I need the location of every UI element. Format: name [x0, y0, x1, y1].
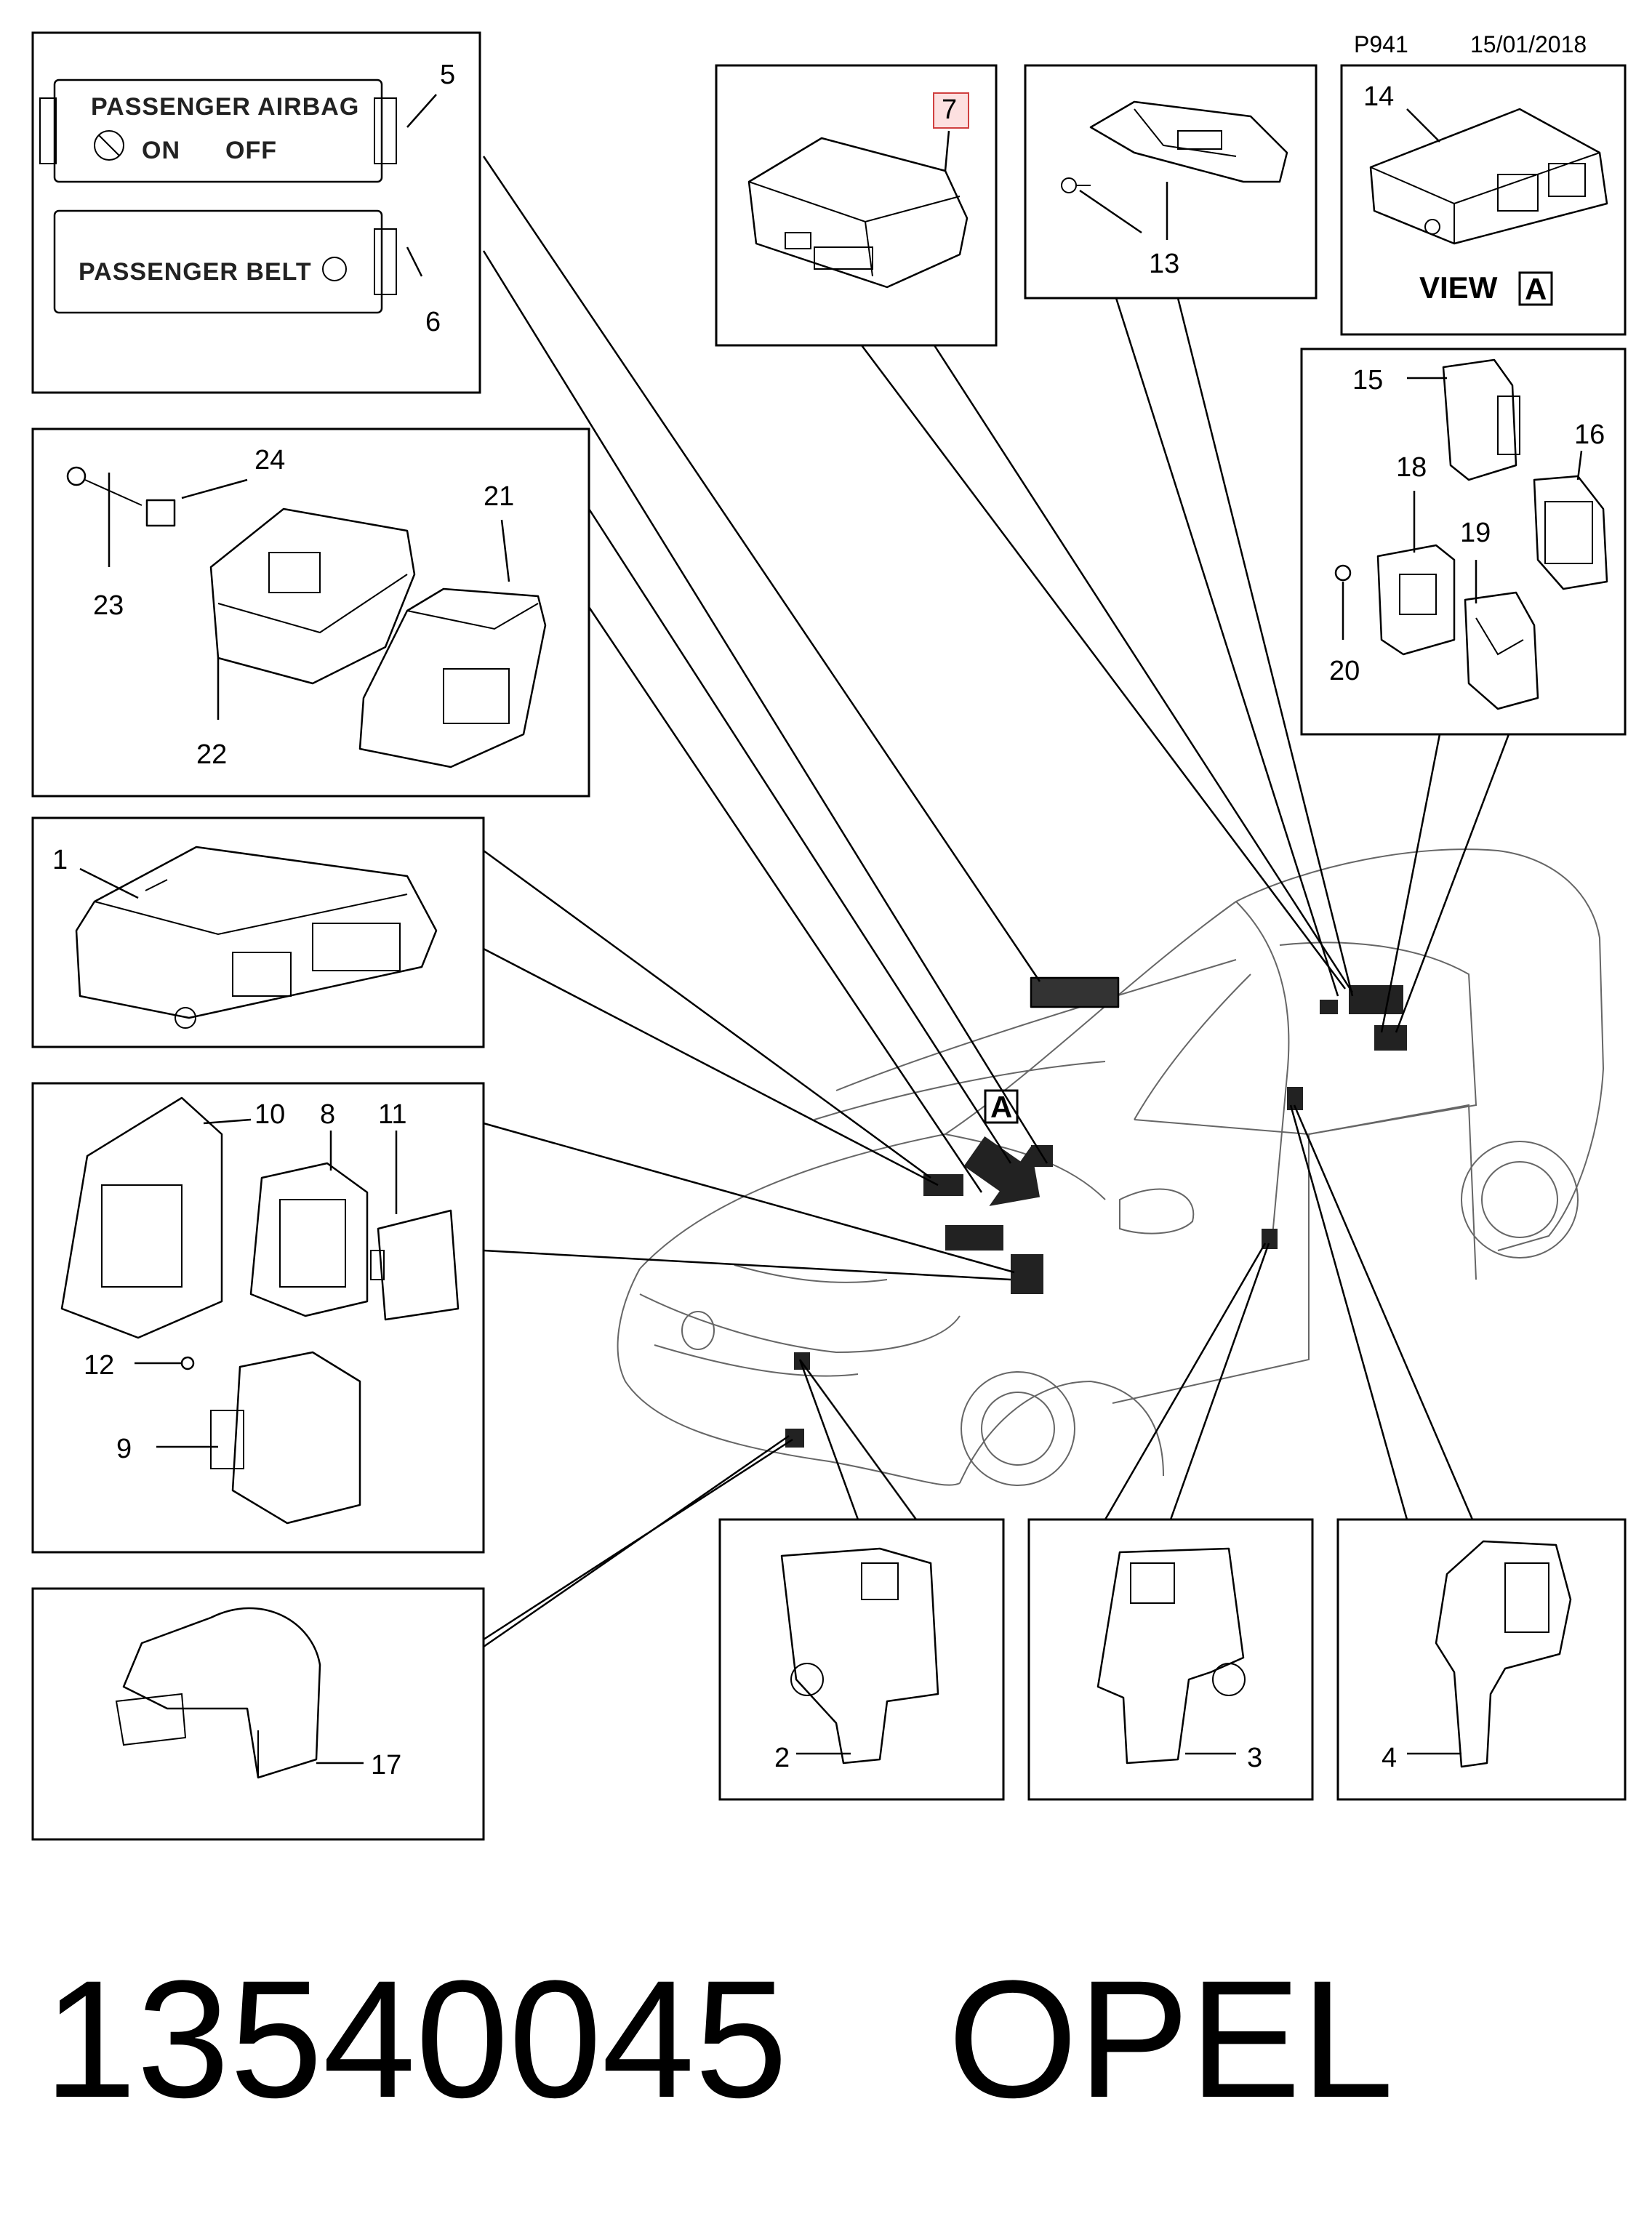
passenger-airbag-label: PASSENGER AIRBAG: [91, 93, 359, 121]
svg-text:A: A: [990, 1090, 1012, 1124]
bracket-19: [1464, 591, 1539, 710]
box-parts-15-20: [1300, 348, 1627, 736]
callout-15: 15: [1352, 365, 1383, 396]
passenger-airbag-indicator: PASSENGER AIRBAG ON OFF: [39, 79, 397, 183]
leader-lines: [482, 156, 1510, 1648]
car-mounted-parts: [785, 976, 1407, 1448]
box-parts-8-12: [31, 1082, 485, 1554]
box-part-7: [715, 64, 998, 347]
sensor-3: [1096, 1547, 1246, 1765]
sensor-15: [1442, 358, 1520, 481]
callout-13: 13: [1149, 249, 1179, 279]
callout-20: 20: [1329, 656, 1360, 686]
off-label: OFF: [225, 137, 277, 164]
control-unit-1: [75, 846, 438, 1029]
view-a-letter: A: [1525, 272, 1547, 306]
box-passenger-indicators: [31, 31, 481, 394]
fuse-block-10: [60, 1096, 223, 1339]
box-part-2: [718, 1518, 1005, 1801]
callout-3: 3: [1247, 1743, 1262, 1773]
view-a-box: [1518, 271, 1553, 306]
sensor-4: [1435, 1540, 1572, 1768]
module-21: [358, 587, 547, 768]
module-9: [210, 1351, 361, 1525]
cover-11: [370, 1209, 460, 1321]
passenger-belt-indicator: PASSENGER BELT: [53, 209, 397, 314]
callout-numbers: 1 2 3 4 5 6 7 8 9 10 11 12 13 14 15 16 1…: [52, 60, 1605, 1781]
callout-24: 24: [254, 445, 285, 475]
box-part-1: [31, 816, 485, 1048]
module-14: [1369, 108, 1608, 245]
on-label: ON: [142, 137, 180, 164]
part-number: 13540045: [44, 1946, 788, 2132]
callout-8: 8: [320, 1099, 335, 1130]
callout-11: 11: [378, 1099, 406, 1130]
sensor-18: [1376, 544, 1456, 656]
module-8: [249, 1162, 369, 1317]
diagram-code: P941: [1354, 31, 1408, 57]
control-module-7: [747, 137, 969, 289]
module-16: [1533, 475, 1608, 590]
clip-24: [145, 499, 176, 527]
callout-7: 7: [942, 95, 957, 125]
nut-20: [1334, 564, 1352, 582]
callout-14: 14: [1363, 81, 1394, 112]
brand-name: OPEL: [947, 1946, 1394, 2132]
callout-9: 9: [116, 1434, 132, 1464]
box-part-14: [1340, 64, 1627, 336]
passenger-belt-label: PASSENGER BELT: [79, 258, 312, 286]
callout-4: 4: [1382, 1743, 1397, 1773]
clip-12: [180, 1356, 195, 1370]
callout-6: 6: [425, 307, 441, 337]
callout-19: 19: [1460, 518, 1491, 548]
view-a-label: VIEW: [1419, 270, 1498, 305]
callout-5: 5: [440, 60, 455, 90]
callout-18: 18: [1396, 452, 1427, 483]
callout-16: 16: [1574, 420, 1605, 450]
bracket-22: [209, 507, 416, 685]
box-part-17: [31, 1587, 485, 1841]
callout-21: 21: [484, 481, 514, 512]
box-part-4: [1336, 1518, 1627, 1801]
bolt-23: [66, 466, 143, 506]
callout-7-highlight: [933, 92, 969, 129]
car-outline: [617, 848, 1605, 1486]
box-parts-21-24: [31, 427, 590, 798]
callout-2: 2: [774, 1743, 790, 1773]
callout-23: 23: [93, 590, 124, 621]
callout-1: 1: [52, 845, 68, 875]
diagram-date: 15/01/2018: [1470, 31, 1587, 57]
callout-12: 12: [84, 1350, 114, 1381]
sensor-17: [115, 1607, 321, 1779]
sensor-2: [780, 1547, 939, 1765]
callout-17: 17: [371, 1750, 401, 1781]
callout-10: 10: [254, 1099, 285, 1130]
box-part-13: [1024, 64, 1318, 300]
bracket-13: [1061, 100, 1288, 193]
callout-22: 22: [196, 739, 227, 770]
